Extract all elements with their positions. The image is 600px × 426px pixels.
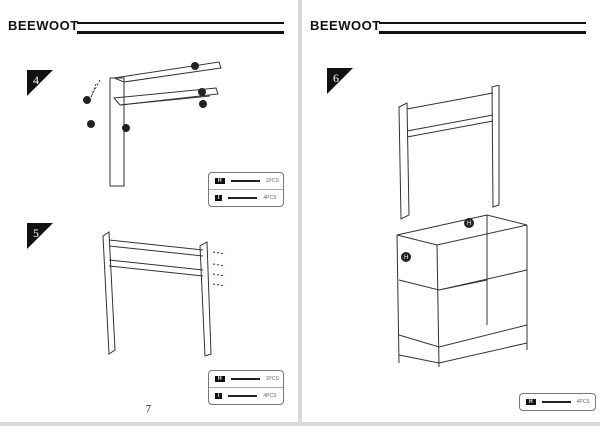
hardware-box-step-6: H 4PCS [519,393,596,411]
screw-icon [541,401,571,403]
part-tag: I [215,195,223,201]
step-4-diagram [83,61,222,187]
part-tag: H [526,399,536,405]
part-tag: H [215,376,225,382]
hardware-row: H 1PCS [209,173,283,190]
hardware-box-step-4: H 1PCS I 4PCS [208,172,284,207]
hardware-row: H 4PCS [520,394,595,410]
part-tag: I [215,393,223,399]
hardware-row: I 4PCS [209,388,283,404]
quantity: 1PCS [265,376,279,382]
screw-icon [228,197,258,199]
part-label: H [404,255,408,261]
header-rule [77,22,284,34]
quantity: 4PCS [263,195,277,201]
step-6-badge: 6 [327,68,353,94]
brand-logo: BEEWOOT [310,18,381,33]
quantity: 4PCS [263,393,277,399]
header-rule [379,22,586,34]
quantity: 4PCS [576,399,590,405]
page-number: 7 [146,404,151,415]
part-label: H [467,221,471,227]
hardware-row: H 1PCS [209,371,283,388]
brand-logo: BEEWOOT [8,18,79,33]
step-6-diagram: H H [396,85,528,368]
step-4-badge: 4 [27,70,53,96]
step-5-badge: 5 [27,223,53,249]
part-tag: H [215,178,225,184]
screw-icon [230,378,260,380]
step-5-diagram [102,231,226,357]
screw-icon [230,180,260,182]
hardware-row: I 4PCS [209,190,283,206]
quantity: 1PCS [265,178,279,184]
right-page: BEEWOOT 6 H H H 4PCS [302,0,600,422]
hardware-box-step-5: H 1PCS I 4PCS [208,370,284,405]
left-page: BEEWOOT 4 H 1PCS I 4PCS 5 H 1PCS I 4PCS 7 [0,0,298,422]
screw-icon [228,395,258,397]
